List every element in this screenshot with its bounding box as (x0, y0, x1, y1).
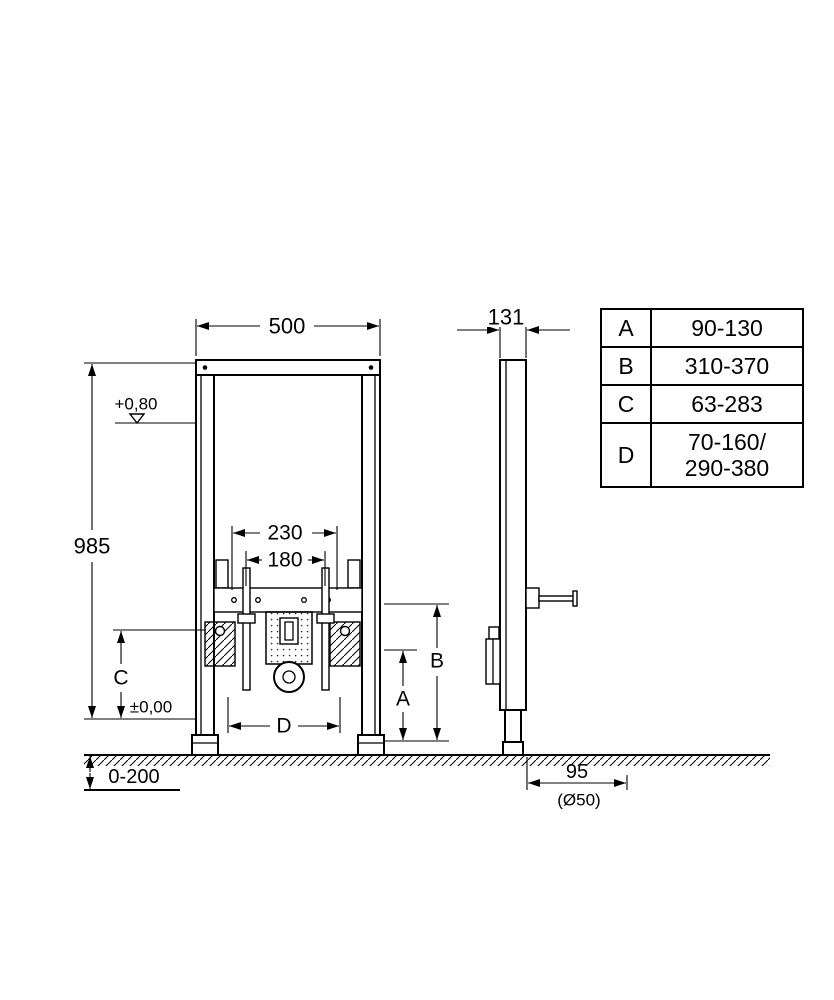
side-leg (504, 709, 522, 743)
spacing-outer-label: 230 (267, 522, 302, 545)
drain-offset-label: 95 (566, 761, 588, 783)
spacing-inner-label: 180 (267, 549, 302, 572)
frame-left-rail (195, 374, 215, 736)
dim-d-label: D (276, 715, 291, 738)
level-zero-label: ±0,00 (130, 698, 172, 717)
dim-foot-range: 0-200 (86, 756, 160, 789)
top-bolt-left (202, 365, 208, 370)
dim-drain-offset: 95 (Ø50) (526, 757, 628, 810)
frame-height-label: 985 (74, 534, 111, 559)
dim-c-label: C (113, 667, 128, 690)
dim-b-label: B (430, 650, 444, 673)
frame-right-rail (361, 374, 381, 736)
dim-c: C (113, 629, 205, 718)
level-mark-top: +0,80 (114, 395, 196, 425)
ground-line (84, 754, 770, 791)
dim-value-cell: 310-370 (650, 346, 804, 386)
drain-diameter-label: (Ø50) (557, 791, 600, 810)
table-row: B 310-370 (600, 346, 804, 386)
dim-spacing-outer: 230 (231, 522, 338, 590)
dim-value-cell: 70-160/ 290-380 (650, 422, 804, 488)
dim-key-cell: A (600, 308, 652, 348)
dim-key-cell: B (600, 346, 652, 386)
dim-spacing-inner: 180 (245, 549, 326, 586)
dim-front-width: 500 (195, 314, 381, 356)
top-bolt-right (368, 365, 374, 370)
fixing-stud-right (321, 567, 330, 691)
fixing-stud-left (242, 567, 251, 691)
dim-a-label: A (396, 688, 410, 711)
dim-frame-height: 985 (74, 362, 196, 720)
support-rail (213, 587, 363, 613)
drain-outlet-circle (273, 661, 305, 693)
side-depth-label: 131 (488, 305, 525, 330)
table-row: A 90-130 (600, 308, 804, 348)
top-crossbar (195, 359, 381, 376)
dim-side-depth: 131 (457, 305, 570, 358)
dim-value-cell: 90-130 (650, 308, 804, 348)
side-plate (499, 359, 527, 711)
foot-range-label: 0-200 (108, 766, 159, 788)
level-mark-zero: ±0,00 (130, 698, 172, 717)
dim-d: D (227, 697, 341, 738)
side-foot (502, 741, 524, 756)
dim-value-cell: 63-283 (650, 384, 804, 424)
table-row: C 63-283 (600, 384, 804, 424)
dim-value-line2: 290-380 (684, 455, 770, 481)
table-row: D 70-160/ 290-380 (600, 422, 804, 488)
dim-key-cell: C (600, 384, 652, 424)
level-triangle-icon (128, 413, 146, 425)
dimension-table: A 90-130 B 310-370 C 63-283 D 70-160/ 29… (600, 308, 804, 488)
dim-value-line1: 70-160/ (687, 428, 766, 455)
right-foot (357, 734, 385, 756)
side-stud (538, 595, 576, 602)
left-foot (191, 734, 219, 756)
front-width-label: 500 (269, 314, 306, 339)
level-top-label: +0,80 (114, 395, 157, 414)
front-view (191, 359, 385, 756)
dim-a-b: A B (384, 603, 449, 742)
dim-key-cell: D (600, 422, 652, 488)
side-view (485, 359, 578, 756)
